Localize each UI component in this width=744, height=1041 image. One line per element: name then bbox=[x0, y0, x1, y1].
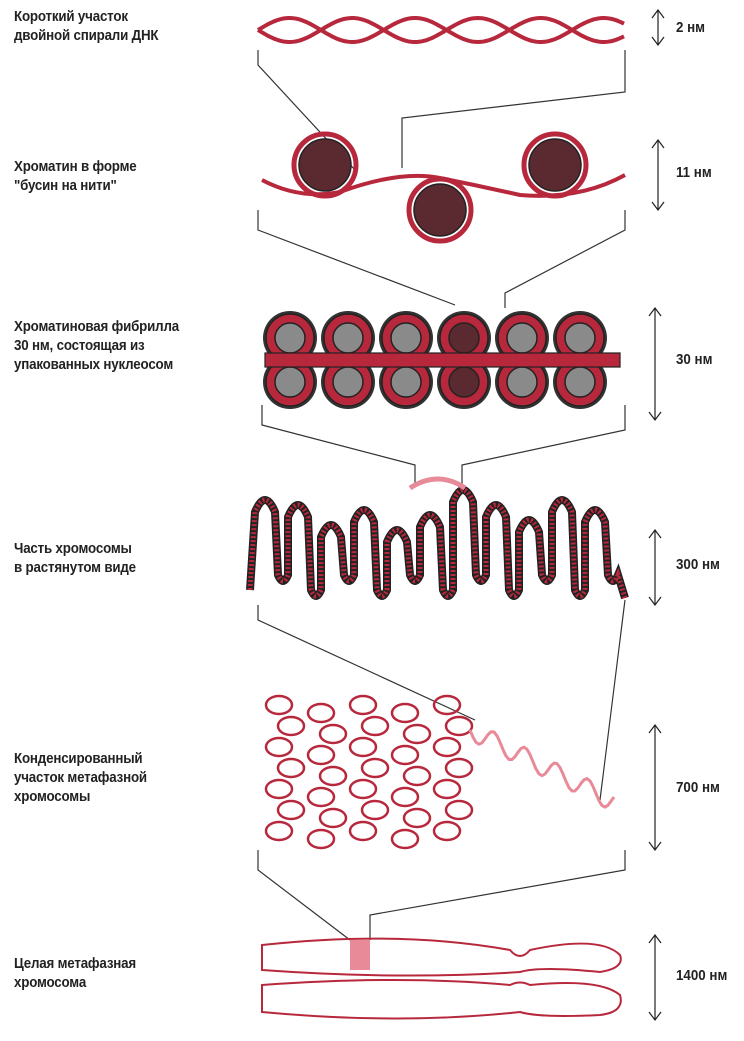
scale-arrow-300nm-head-top bbox=[648, 529, 662, 539]
scale-arrow-700nm-head-bottom bbox=[648, 841, 662, 851]
nucleosome-dna-wrap bbox=[406, 176, 474, 244]
scale-1400nm: 1400 нм bbox=[676, 968, 728, 984]
condensed-coil bbox=[276, 715, 306, 737]
condensed-coil bbox=[432, 694, 462, 716]
nucleosome-core bbox=[448, 322, 480, 354]
nucleosome-core bbox=[564, 366, 596, 398]
condensed-coil bbox=[390, 744, 420, 766]
nucleosome-core bbox=[448, 366, 480, 398]
unfolding-fiber bbox=[468, 729, 616, 809]
zoom-line bbox=[504, 210, 626, 308]
highlighted-region bbox=[350, 940, 370, 970]
condensed-coil bbox=[432, 820, 462, 842]
dna-strand bbox=[256, 16, 625, 45]
scale-30nm: 30 нм bbox=[676, 352, 713, 368]
scale-arrow-1400nm-head-top bbox=[648, 934, 662, 944]
zoom-line bbox=[261, 405, 416, 485]
scale-11nm: 11 нм bbox=[676, 165, 712, 181]
condensed-coil bbox=[318, 765, 348, 787]
nucleosome-dna-wrap bbox=[291, 131, 359, 199]
nucleosome-core bbox=[506, 322, 538, 354]
condensed-coil bbox=[432, 736, 462, 758]
chromatin-loop-fiber bbox=[247, 487, 628, 599]
label-metaphase-chromosome: Целая метафазная хромосома bbox=[14, 956, 136, 991]
nucleosome-dna-wrap bbox=[521, 131, 589, 199]
scale-arrow-30nm-head-bottom bbox=[648, 411, 662, 421]
condensed-coil bbox=[276, 757, 306, 779]
nucleosome-core bbox=[390, 366, 422, 398]
label-extended-chromosome: Часть хромосомы в растянутом виде bbox=[14, 541, 136, 576]
label-30nm-fiber: Хроматиновая фибрилла 30 нм, состоящая и… bbox=[14, 319, 179, 373]
nucleosome-core bbox=[274, 322, 306, 354]
condensed-coil bbox=[264, 694, 294, 716]
condensed-coil bbox=[390, 828, 420, 850]
condensed-coil bbox=[264, 736, 294, 758]
condensed-coil bbox=[348, 736, 378, 758]
zoom-line bbox=[257, 605, 476, 721]
scale-arrow-700nm-head-top bbox=[648, 724, 662, 734]
condensed-coil bbox=[402, 765, 432, 787]
scale-arrow-1400nm-head-bottom bbox=[648, 1011, 662, 1021]
scale-700nm: 700 нм bbox=[676, 780, 720, 796]
condensed-coil bbox=[444, 757, 474, 779]
scale-arrow-11nm-head-top bbox=[651, 139, 665, 149]
condensed-coil bbox=[432, 778, 462, 800]
scale-arrow-11nm-head-bottom bbox=[651, 201, 665, 211]
label-condensed-section: Конденсированный участок метафазной хром… bbox=[14, 751, 147, 805]
condensed-coil bbox=[444, 715, 474, 737]
label-beads-on-string: Хроматин в форме "бусин на нити" bbox=[14, 159, 137, 194]
condensed-coil bbox=[306, 744, 336, 766]
condensed-coil bbox=[306, 828, 336, 850]
condensed-coil bbox=[360, 757, 390, 779]
scale-arrow-2nm-head-bottom bbox=[651, 36, 665, 46]
condensed-coil bbox=[264, 778, 294, 800]
zoom-line bbox=[257, 850, 351, 941]
nucleosome-core bbox=[332, 322, 364, 354]
nucleosome-core bbox=[528, 138, 582, 192]
condensed-coil bbox=[348, 778, 378, 800]
nucleosome-core bbox=[564, 322, 596, 354]
zoom-line bbox=[257, 210, 456, 306]
condensed-coil bbox=[306, 702, 336, 724]
zoom-line bbox=[369, 850, 626, 940]
scale-arrow-300nm-head-bottom bbox=[648, 596, 662, 606]
scale-300nm: 300 нм bbox=[676, 557, 720, 573]
condensed-coil bbox=[390, 702, 420, 724]
condensed-coil bbox=[318, 723, 348, 745]
condensed-coil bbox=[444, 799, 474, 821]
scale-arrow-2nm-head-top bbox=[651, 9, 665, 19]
chromatid-lower bbox=[261, 979, 622, 1020]
condensed-coil bbox=[348, 820, 378, 842]
scale-arrow-30nm-head-top bbox=[648, 307, 662, 317]
condensed-coil bbox=[402, 723, 432, 745]
linker-band bbox=[264, 352, 621, 368]
nucleosome-core bbox=[274, 366, 306, 398]
zoom-line bbox=[599, 599, 626, 801]
condensed-coil bbox=[318, 807, 348, 829]
nucleosome-core bbox=[332, 366, 364, 398]
highlighted-segment bbox=[408, 476, 467, 491]
condensed-coil bbox=[306, 786, 336, 808]
condensed-coil bbox=[360, 715, 390, 737]
condensed-coil bbox=[360, 799, 390, 821]
scale-2nm: 2 нм bbox=[676, 20, 706, 36]
condensed-coil bbox=[264, 820, 294, 842]
condensed-coil bbox=[348, 694, 378, 716]
nucleosome-core bbox=[298, 138, 352, 192]
zoom-line bbox=[461, 405, 626, 485]
nucleosome-core bbox=[413, 183, 467, 237]
nucleosome-core bbox=[506, 366, 538, 398]
condensed-coil bbox=[402, 807, 432, 829]
condensed-coil bbox=[276, 799, 306, 821]
zoom-line bbox=[401, 50, 626, 168]
label-dna-helix: Короткий участок двойной спирали ДНК bbox=[14, 9, 159, 44]
nucleosome-core bbox=[390, 322, 422, 354]
condensed-coil bbox=[390, 786, 420, 808]
chromatid-upper bbox=[261, 937, 622, 977]
